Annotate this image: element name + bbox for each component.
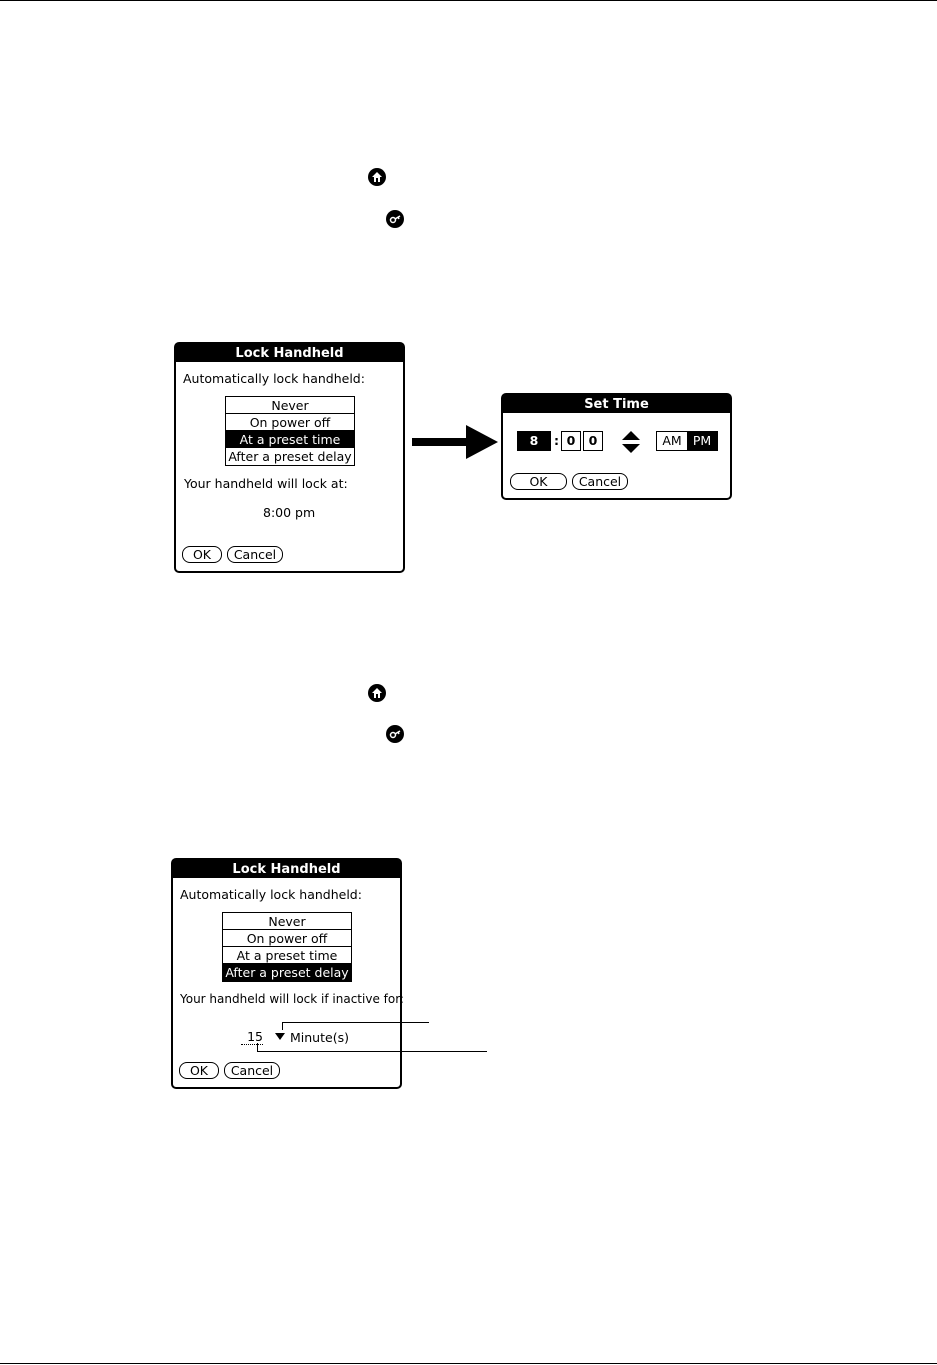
delay-value-field[interactable]: 15 — [241, 1029, 263, 1045]
ok-button[interactable]: OK — [182, 546, 222, 563]
option-never[interactable]: Never — [223, 913, 351, 930]
lock-at-label: Your handheld will lock at: — [184, 476, 348, 491]
callout-line-unit-drop — [282, 1022, 283, 1030]
home-icon — [368, 168, 386, 186]
am-toggle[interactable]: AM — [662, 433, 682, 448]
cancel-button[interactable]: Cancel — [227, 546, 283, 563]
ok-button[interactable]: OK — [179, 1062, 219, 1079]
cancel-button[interactable]: Cancel — [224, 1062, 280, 1079]
auto-lock-prompt: Automatically lock handheld: — [183, 371, 365, 386]
am-pm-selector: AM PM — [656, 431, 718, 451]
security-key-icon — [386, 725, 404, 743]
option-at-preset-time[interactable]: At a preset time — [226, 431, 354, 448]
lock-time-value[interactable]: 8:00 pm — [263, 505, 316, 520]
right-arrow-icon — [412, 425, 498, 459]
dialog-title: Lock Handheld — [176, 344, 403, 362]
option-on-power-off[interactable]: On power off — [226, 414, 354, 431]
auto-lock-prompt: Automatically lock handheld: — [180, 887, 362, 902]
set-time-dialog: Set Time 8 : 0 0 AM PM OK Cancel — [501, 393, 732, 500]
minute-tens-field[interactable]: 0 — [561, 431, 581, 451]
time-separator: : — [554, 433, 559, 448]
option-on-power-off[interactable]: On power off — [223, 930, 351, 947]
minute-ones-field[interactable]: 0 — [583, 431, 603, 451]
option-never[interactable]: Never — [226, 397, 354, 414]
set-time-title: Set Time — [503, 395, 730, 413]
inactive-label: Your handheld will lock if inactive for: — [180, 992, 404, 1006]
bottom-rule — [0, 1363, 937, 1364]
delay-value: 15 — [247, 1029, 263, 1044]
dropdown-triangle-icon[interactable] — [275, 1033, 285, 1040]
callout-line-value — [257, 1051, 487, 1052]
option-at-preset-time[interactable]: At a preset time — [223, 947, 351, 964]
set-time-ok-button[interactable]: OK — [510, 473, 567, 490]
top-rule — [0, 0, 937, 1]
pm-toggle[interactable]: PM — [687, 432, 717, 450]
callout-line-unit — [282, 1022, 429, 1023]
hour-field[interactable]: 8 — [517, 431, 551, 451]
lock-handheld-dialog-delay: Lock Handheld Automatically lock handhel… — [171, 858, 404, 1089]
delay-unit-picker[interactable]: Minute(s) — [290, 1030, 349, 1045]
auto-lock-options-list: Never On power off At a preset time Afte… — [225, 396, 355, 466]
set-time-cancel-button[interactable]: Cancel — [572, 473, 628, 490]
option-after-preset-delay[interactable]: After a preset delay — [228, 449, 352, 464]
up-down-arrows-icon[interactable] — [621, 430, 641, 454]
callout-line-value-drop — [257, 1043, 258, 1051]
home-icon — [368, 684, 386, 702]
security-key-icon — [386, 210, 404, 228]
option-after-preset-delay[interactable]: After a preset delay — [223, 964, 351, 981]
dialog-title: Lock Handheld — [173, 860, 400, 878]
auto-lock-options-list: Never On power off At a preset time Afte… — [222, 912, 352, 982]
lock-handheld-dialog-time: Lock Handheld Automatically lock handhel… — [174, 342, 405, 573]
